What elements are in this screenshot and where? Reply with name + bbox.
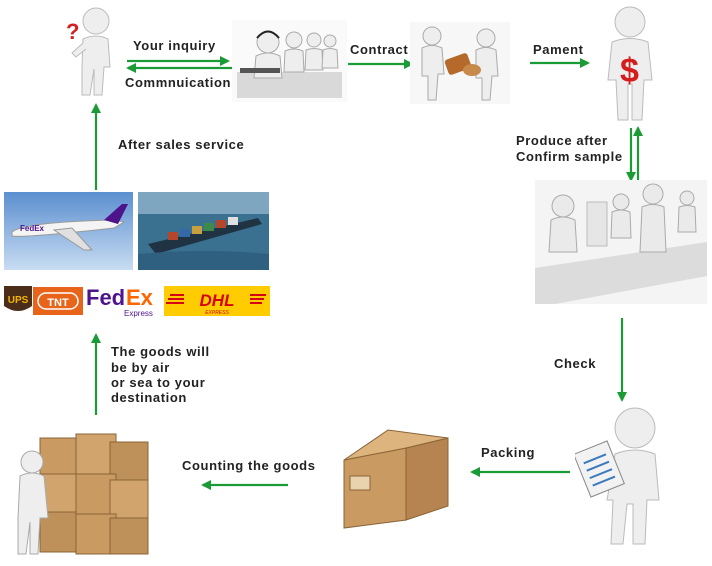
- cargo-ship-photo: [138, 192, 269, 270]
- svg-text:Fed: Fed: [86, 285, 125, 310]
- produce-label-line2: Confirm sample: [516, 149, 623, 164]
- cargo-plane-photo: FedEx: [4, 192, 133, 270]
- payment-figure: $: [607, 6, 653, 121]
- shipping-label-line2: be by air: [111, 360, 170, 375]
- counting-label: Counting the goods: [182, 458, 316, 473]
- svg-text:?: ?: [66, 19, 79, 44]
- inquiry-label: Your inquiry: [133, 38, 216, 53]
- packing-box: [343, 429, 449, 529]
- contract-figures: [410, 22, 510, 104]
- svg-text:FedEx: FedEx: [20, 224, 45, 233]
- svg-text:DHL: DHL: [200, 291, 235, 310]
- inspector-figure: [575, 407, 660, 545]
- warehouse-boxes: [17, 433, 149, 555]
- packing-label: Packing: [481, 445, 536, 460]
- svg-text:TNT: TNT: [47, 297, 69, 309]
- factory-production-scene: [535, 180, 707, 304]
- communication-label: Commnuication: [125, 75, 232, 90]
- produce-label-line1: Produce after: [516, 133, 608, 148]
- after-sales-label: After sales service: [118, 137, 245, 152]
- dhl-logo: DHL EXPRESS: [164, 286, 270, 316]
- contract-label: Contract: [350, 42, 409, 57]
- inquiry-figure: ?: [66, 7, 111, 96]
- shipping-label-line4: destination: [111, 390, 187, 405]
- svg-text:Express: Express: [124, 309, 153, 318]
- shipping-label-line3: or sea to your: [111, 375, 206, 390]
- tnt-logo: TNT: [33, 287, 83, 315]
- svg-text:EXPRESS: EXPRESS: [205, 310, 229, 316]
- svg-text:UPS: UPS: [8, 295, 29, 306]
- shipping-label-line1: The goods will: [111, 344, 210, 359]
- call-center-figures: [232, 20, 347, 102]
- ups-logo: UPS: [4, 286, 32, 311]
- payment-label: Pament: [533, 42, 584, 57]
- svg-text:$: $: [620, 52, 639, 90]
- fedex-logo: Fed Ex Express: [86, 285, 154, 318]
- check-label: Check: [554, 356, 597, 371]
- svg-text:Ex: Ex: [126, 285, 154, 310]
